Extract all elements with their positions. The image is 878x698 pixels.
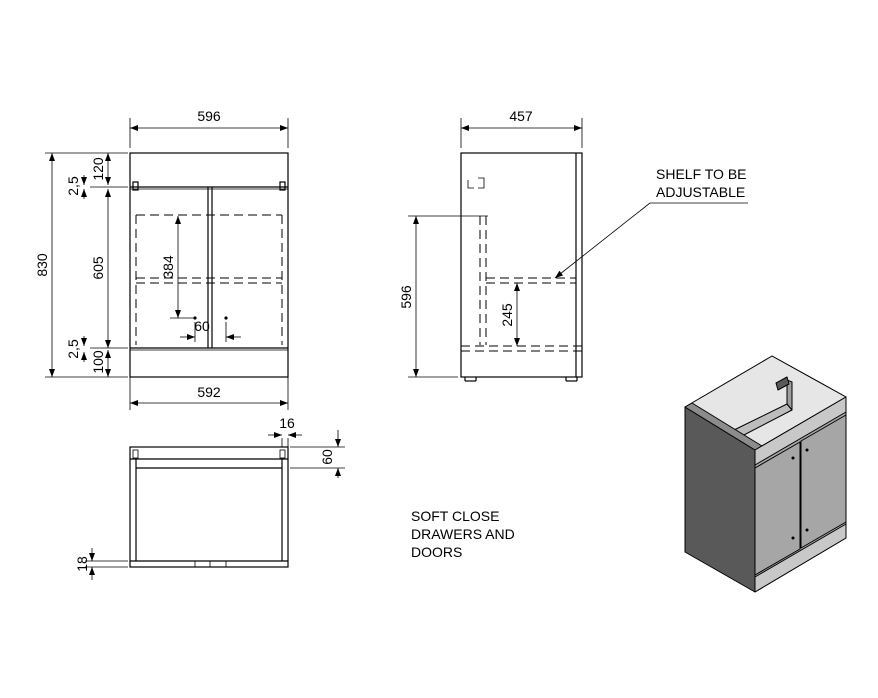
- dim-base-thickness: 18: [74, 556, 90, 572]
- dim-base-width: 592: [197, 384, 221, 400]
- front-view: 596 592 830 120 2,5 605 2,5 100: [34, 108, 289, 410]
- dim-overall-width: 596: [197, 108, 221, 124]
- dim-panel-thickness: 16: [279, 415, 295, 431]
- dim-gap-top: 2,5: [65, 176, 81, 196]
- plan-view: 16 60 18: [74, 415, 345, 580]
- note-soft-close-line2: DRAWERS AND: [411, 526, 515, 542]
- dim-overall-height: 830: [34, 253, 50, 277]
- wall-bracket-icon: [467, 177, 485, 189]
- note-soft-close-line3: DOORS: [411, 544, 462, 560]
- side-cabinet-outline: [460, 152, 583, 378]
- note-soft-close-line1: SOFT CLOSE: [411, 508, 499, 524]
- dim-plinth: 100: [90, 350, 106, 374]
- soft-close-note: SOFT CLOSE DRAWERS AND DOORS: [411, 508, 515, 560]
- dim-shelf-height: 384: [160, 255, 176, 279]
- dim-internal-height: 596: [398, 285, 414, 309]
- hinge-right: [279, 181, 286, 191]
- dim-gap-bottom: 2,5: [65, 339, 81, 359]
- handle-dot-right: [224, 316, 228, 320]
- side-view: 457 596 245 SHELF TO BE ADJUSTABLE: [398, 108, 748, 382]
- dim-door-height: 605: [90, 256, 106, 280]
- dim-handle-spacing: 60: [194, 318, 210, 334]
- hinge-left: [132, 181, 139, 191]
- dim-shelf-position: 245: [499, 303, 515, 327]
- isometric-view: [684, 355, 847, 593]
- dim-depth: 457: [509, 108, 533, 124]
- plan-outline: [129, 446, 289, 568]
- note-shelf-line2: ADJUSTABLE: [656, 184, 745, 200]
- note-shelf-line1: SHELF TO BE: [656, 166, 747, 182]
- dim-rear-offset: 60: [319, 449, 335, 465]
- dim-top-rail: 120: [90, 157, 106, 181]
- front-cabinet-outline: [129, 152, 289, 378]
